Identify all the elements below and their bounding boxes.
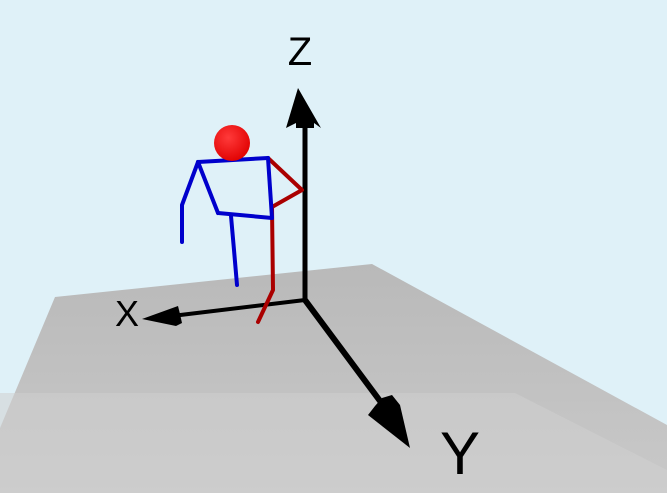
head-sphere <box>214 125 250 161</box>
right-arm <box>266 156 304 209</box>
hip-line <box>216 211 274 220</box>
left-arm <box>180 160 200 244</box>
right-torso-side <box>266 156 274 220</box>
y-axis-arrowhead <box>368 395 410 448</box>
x-axis-label: X <box>115 293 139 334</box>
left-leg <box>229 214 239 287</box>
ground-plane-shadow <box>0 393 667 493</box>
x-axis-arrowhead <box>142 306 182 326</box>
x-axis: X <box>115 293 307 334</box>
z-axis-arrowhead <box>286 88 321 128</box>
right-side-limbs <box>256 156 304 324</box>
y-axis-label: Y <box>440 420 480 487</box>
z-axis-label: Z <box>288 30 312 74</box>
stick-figure <box>180 125 304 324</box>
z-axis: Z <box>286 30 321 303</box>
left-torso-side <box>196 160 220 215</box>
right-leg <box>256 205 275 324</box>
y-axis: Y <box>302 297 480 487</box>
